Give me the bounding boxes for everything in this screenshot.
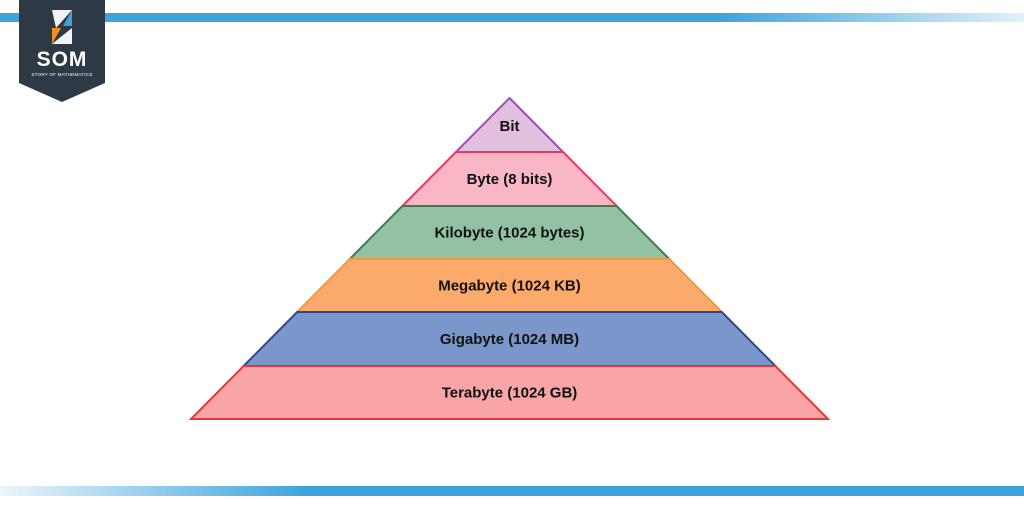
logo-title: SOM [36,48,88,71]
logo-tagline: STORY OF MATHEMATICS [31,72,93,77]
bottom-stripe [0,486,1024,496]
tier-shape [188,365,831,420]
tier-terabyte: Terabyte (1024 GB) [188,365,831,420]
som-logo: SOM STORY OF MATHEMATICS [19,0,105,102]
tier-label: Kilobyte (1024 bytes) [434,225,584,242]
som-logo-icon [52,10,72,44]
tier-label: Bit [500,118,520,135]
tier-gigabyte: Gigabyte (1024 MB) [241,311,778,367]
tier-label: Byte (8 bits) [467,171,553,188]
tier-label: Gigabyte (1024 MB) [440,331,579,348]
tier-label: Terabyte (1024 GB) [442,385,578,402]
tier-bit: Bit [453,96,566,153]
top-stripe [0,13,1024,22]
tier-label: Megabyte (1024 KB) [438,278,581,295]
tier-megabyte: Megabyte (1024 KB) [294,258,725,313]
tier-byte: Byte (8 bits) [399,151,620,207]
tier-kilobyte: Kilobyte (1024 bytes) [347,205,672,260]
